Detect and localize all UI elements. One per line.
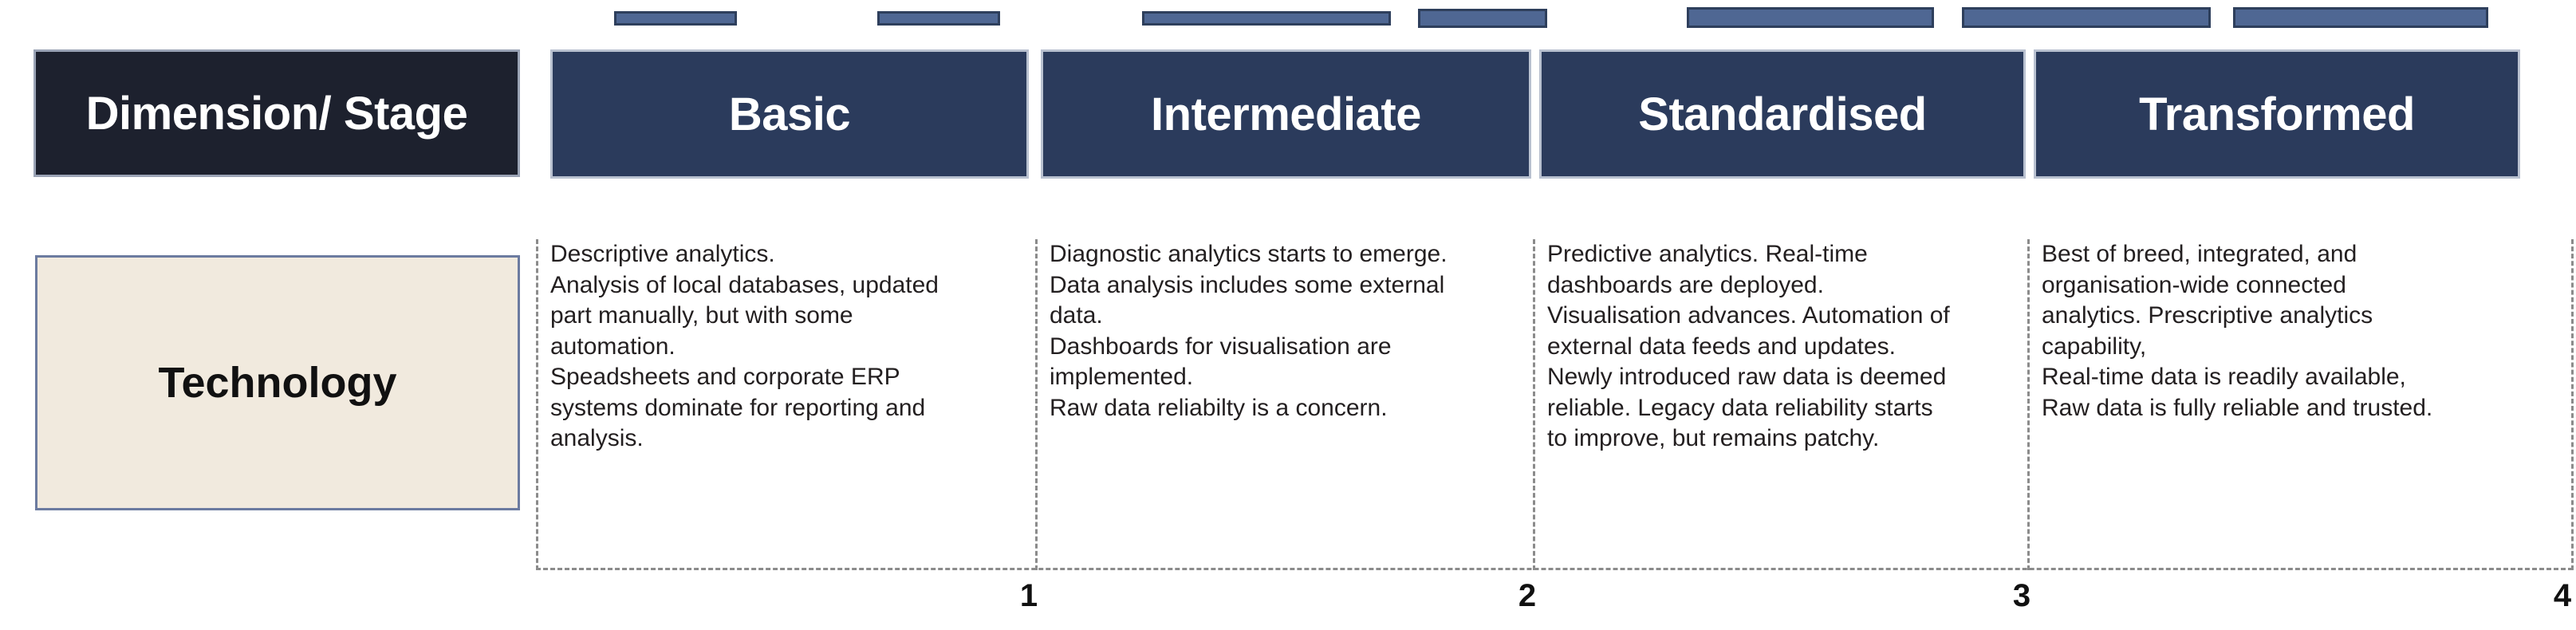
cell-line: automation. — [550, 333, 676, 360]
cell-line: Raw data reliabilty is a concern. — [1050, 394, 1388, 421]
axis-number-3: 3 — [2012, 578, 2031, 613]
dimension-stage-header: Dimension/ Stage — [33, 49, 520, 177]
cell-technology-basic: Descriptive analytics. Analysis of local… — [536, 239, 1035, 526]
column-divider-5 — [2571, 239, 2574, 570]
cell-line: external data feeds and updates. — [1547, 333, 1896, 360]
stage-header-basic: Basic — [550, 49, 1029, 179]
cell-line: Diagnostic analytics starts to emerge. — [1050, 241, 1448, 267]
stage-header-basic-label: Basic — [728, 88, 851, 140]
axis-number-1: 1 — [1019, 578, 1038, 613]
axis-baseline — [536, 568, 2573, 570]
column-divider-4 — [2027, 239, 2030, 570]
column-divider-2 — [1035, 239, 1038, 570]
cell-line: Raw data is fully reliable and trusted. — [2042, 394, 2433, 421]
progress-bar-6 — [1962, 7, 2211, 28]
cell-line: analytics. Prescriptive analytics — [2042, 302, 2373, 329]
stage-header-transformed: Transformed — [2034, 49, 2520, 179]
cell-line: Analysis of local databases, updated — [550, 271, 939, 298]
row-label-technology-text: Technology — [158, 359, 397, 407]
cell-line: Real-time data is readily available, — [2042, 364, 2406, 390]
cell-line: Speadsheets and corporate ERP — [550, 364, 900, 390]
cell-line: data. — [1050, 302, 1103, 329]
cell-line: reliable. Legacy data reliability starts — [1547, 394, 1933, 421]
stage-header-intermediate: Intermediate — [1041, 49, 1531, 179]
cell-line: systems dominate for reporting and — [550, 394, 926, 421]
stage-header-standardised-label: Standardised — [1638, 88, 1927, 140]
cell-line: Dashboards for visualisation are — [1050, 333, 1392, 360]
progress-bar-1 — [614, 11, 737, 26]
cell-line: Visualisation advances. Automation of — [1547, 302, 1950, 329]
cell-technology-standardised: Predictive analytics. Real-time dashboar… — [1533, 239, 2027, 526]
cell-line: analysis. — [550, 425, 644, 451]
column-divider-1 — [536, 239, 538, 570]
cell-technology-transformed: Best of breed, integrated, and organisat… — [2027, 239, 2576, 526]
cell-line: Best of breed, integrated, and — [2042, 241, 2357, 267]
progress-bar-7 — [2233, 7, 2488, 28]
dimension-stage-header-label: Dimension/ Stage — [85, 87, 468, 140]
cell-line: dashboards are deployed. — [1547, 271, 1824, 298]
cell-line: Predictive analytics. Real-time — [1547, 241, 1868, 267]
progress-bar-2 — [877, 11, 1000, 26]
cell-line: Data analysis includes some external — [1050, 271, 1445, 298]
cell-technology-intermediate: Diagnostic analytics starts to emerge. D… — [1035, 239, 1533, 526]
stage-header-transformed-label: Transformed — [2139, 88, 2415, 140]
axis-number-2: 2 — [1518, 578, 1537, 613]
cell-line: Newly introduced raw data is deemed — [1547, 364, 1947, 390]
stage-header-standardised: Standardised — [1539, 49, 2026, 179]
cell-line: implemented. — [1050, 364, 1194, 390]
column-divider-3 — [1533, 239, 1535, 570]
cell-line: to improve, but remains patchy. — [1547, 425, 1880, 451]
progress-bar-3 — [1142, 11, 1391, 26]
progress-bar-5 — [1687, 7, 1934, 28]
progress-bar-4 — [1418, 9, 1547, 28]
axis-number-4: 4 — [2553, 578, 2572, 613]
stage-header-intermediate-label: Intermediate — [1151, 88, 1421, 140]
cell-line: part manually, but with some — [550, 302, 853, 329]
cell-line: organisation-wide connected — [2042, 271, 2346, 298]
cell-line: Descriptive analytics. — [550, 241, 775, 267]
cell-line: capability, — [2042, 333, 2147, 360]
row-label-technology: Technology — [35, 255, 520, 510]
